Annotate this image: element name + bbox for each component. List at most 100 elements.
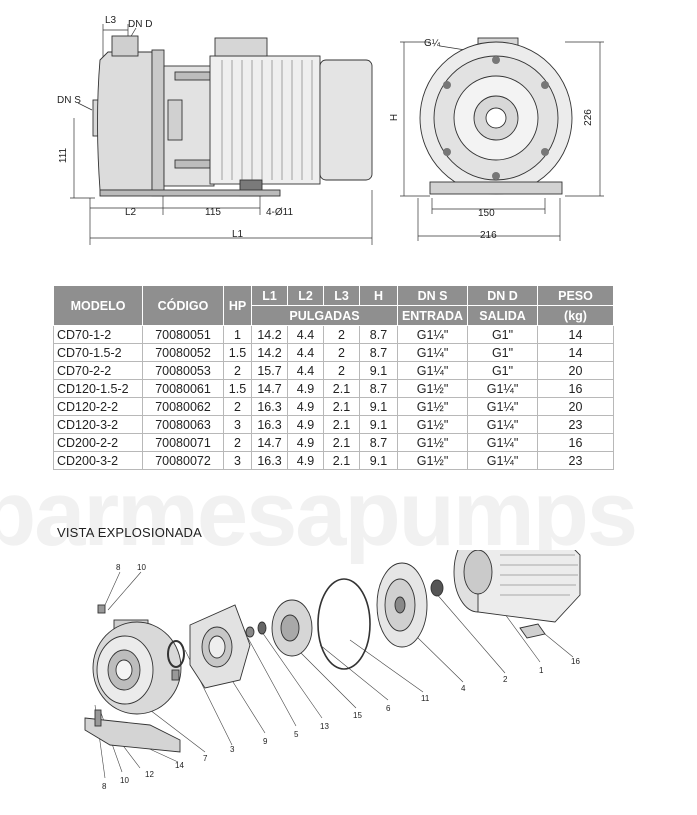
- cell-dn-s: G1¼": [397, 325, 468, 344]
- cell-codigo: 70080051: [142, 325, 224, 344]
- cell-l1: 14.2: [251, 325, 288, 344]
- cell-hp: 2: [223, 433, 252, 452]
- cell-modelo: CD200-3-2: [53, 451, 143, 470]
- header-entrada: ENTRADA: [397, 305, 468, 326]
- header-l2: L2: [287, 285, 324, 306]
- header-pulgadas: PULGADAS: [251, 305, 398, 326]
- dim-label-111: 111: [58, 147, 70, 164]
- cell-l1: 16.3: [251, 415, 288, 434]
- cell-h: 8.7: [359, 343, 398, 362]
- cell-modelo: CD70-1-2: [53, 325, 143, 344]
- cell-peso: 20: [537, 397, 614, 416]
- header-dn-d: DN D: [467, 285, 538, 306]
- part-label-14: 14: [175, 761, 184, 770]
- part-label-6: 6: [386, 704, 391, 713]
- cell-h: 9.1: [359, 415, 398, 434]
- watermark-text: parmesapumps: [0, 463, 638, 565]
- dim-label-l3: L3: [105, 15, 117, 26]
- cell-l2: 4.9: [287, 433, 324, 452]
- cell-dn-d: G1": [467, 325, 538, 344]
- part-label-4: 4: [461, 684, 466, 693]
- cell-dn-d: G1¼": [467, 433, 538, 452]
- cell-l3: 2.1: [323, 397, 360, 416]
- cell-h: 8.7: [359, 325, 398, 344]
- part-label-13: 13: [320, 722, 329, 731]
- cell-peso: 16: [537, 379, 614, 398]
- cell-dn-d: G1¼": [467, 379, 538, 398]
- dim-label-216: 216: [480, 230, 497, 241]
- cell-codigo: 70080053: [142, 361, 224, 380]
- cell-hp: 1.5: [223, 379, 252, 398]
- cell-peso: 23: [537, 451, 614, 470]
- cell-codigo: 70080061: [142, 379, 224, 398]
- cell-hp: 1.5: [223, 343, 252, 362]
- cell-h: 9.1: [359, 451, 398, 470]
- dim-label-226: 226: [582, 109, 594, 126]
- part-label-7: 7: [203, 754, 208, 763]
- cell-l2: 4.4: [287, 343, 324, 362]
- dim-label-115: 115: [205, 207, 221, 218]
- cell-dn-s: G1½": [397, 451, 468, 470]
- cell-codigo: 70080063: [142, 415, 224, 434]
- cell-h: 8.7: [359, 433, 398, 452]
- cell-modelo: CD70-2-2: [53, 361, 143, 380]
- dim-label-dn-s: DN S: [57, 95, 81, 106]
- dim-label-holes: 4-Ø11: [266, 207, 294, 218]
- table-header-row: MODELO CÓDIGO HP L1 L2 L3 H DN S DN D PE…: [53, 285, 614, 326]
- cell-hp: 2: [223, 397, 252, 416]
- header-kg: (kg): [537, 305, 614, 326]
- cell-l1: 14.7: [251, 433, 288, 452]
- part-label-10-bottom: 10: [120, 776, 129, 785]
- cell-l3: 2.1: [323, 433, 360, 452]
- header-salida: SALIDA: [467, 305, 538, 326]
- header-h: H: [359, 285, 398, 306]
- cell-modelo: CD70-1.5-2: [53, 343, 143, 362]
- part-label-8-top: 8: [116, 563, 121, 572]
- cell-l1: 16.3: [251, 397, 288, 416]
- section-title: VISTA EXPLOSIONADA: [57, 525, 202, 540]
- cell-dn-d: G1": [467, 343, 538, 362]
- dim-label-h: H: [389, 113, 401, 122]
- cell-codigo: 70080072: [142, 451, 224, 470]
- cell-modelo: CD120-2-2: [53, 397, 143, 416]
- cell-l1: 14.2: [251, 343, 288, 362]
- part-label-2: 2: [503, 675, 508, 684]
- cell-dn-d: G1": [467, 361, 538, 380]
- cell-l2: 4.9: [287, 379, 324, 398]
- cell-l2: 4.4: [287, 325, 324, 344]
- part-label-3: 3: [230, 745, 235, 754]
- cell-dn-d: G1¼": [467, 451, 538, 470]
- cell-hp: 2: [223, 361, 252, 380]
- cell-dn-d: G1¼": [467, 397, 538, 416]
- cell-peso: 14: [537, 343, 614, 362]
- cell-codigo: 70080052: [142, 343, 224, 362]
- part-label-15: 15: [353, 711, 362, 720]
- cell-l2: 4.4: [287, 361, 324, 380]
- part-label-10-top: 10: [137, 563, 146, 572]
- cell-peso: 14: [537, 325, 614, 344]
- dim-label-dn-d: DN D: [128, 19, 153, 30]
- cell-hp: 3: [223, 415, 252, 434]
- part-label-8-bottom: 8: [102, 782, 107, 791]
- cell-l1: 15.7: [251, 361, 288, 380]
- part-label-1: 1: [539, 666, 544, 675]
- header-peso: PESO: [537, 285, 614, 306]
- cell-dn-s: G1½": [397, 415, 468, 434]
- cell-l3: 2.1: [323, 451, 360, 470]
- cell-dn-s: G1½": [397, 379, 468, 398]
- cell-l3: 2.1: [323, 379, 360, 398]
- cell-l3: 2: [323, 325, 360, 344]
- cell-l3: 2: [323, 361, 360, 380]
- cell-dn-s: G1¼": [397, 361, 468, 380]
- header-dn-s: DN S: [397, 285, 468, 306]
- cell-hp: 1: [223, 325, 252, 344]
- cell-peso: 20: [537, 361, 614, 380]
- cell-codigo: 70080071: [142, 433, 224, 452]
- dim-label-g14: G¼: [424, 38, 441, 49]
- cell-modelo: CD200-2-2: [53, 433, 143, 452]
